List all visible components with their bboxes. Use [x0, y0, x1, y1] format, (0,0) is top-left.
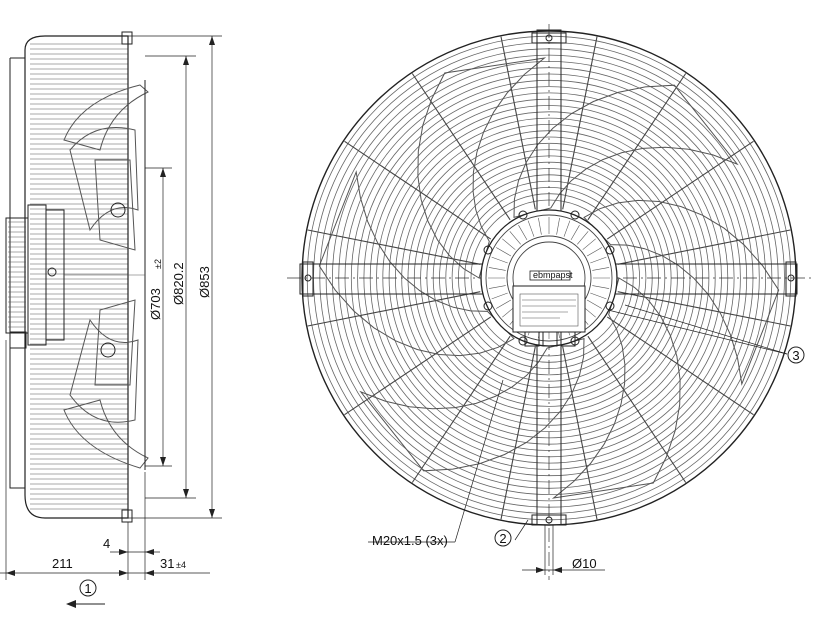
callout-1-label: 1 [84, 581, 91, 596]
dim-31: 31 [160, 556, 174, 571]
dim-4: 4 [103, 536, 110, 551]
front-fan-blades [318, 57, 780, 499]
callout-1-circle [79, 579, 97, 597]
dim-d820: Ø820.2 [171, 262, 186, 305]
side-motor [5, 204, 65, 349]
front-view: ebmpapst M20x1.5 (3x) Ø10 2 3 [287, 24, 812, 580]
side-dimensions [0, 35, 222, 580]
dim-211: 211 [52, 556, 73, 571]
brand-label: ebmpapst [533, 270, 573, 280]
front-guard-spokes [307, 36, 791, 520]
callout-3-label: 3 [792, 348, 799, 363]
side-view: Ø703 ±2 Ø820.2 Ø853 211 4 31 ±4 1 [0, 31, 222, 608]
side-guard-grill [30, 43, 128, 510]
dim-d853: Ø853 [197, 266, 212, 298]
motor-hub: ebmpapst [480, 209, 618, 347]
dim-d703: Ø703 [148, 288, 163, 320]
hole-dia-label: Ø10 [572, 556, 597, 571]
terminal-box [512, 285, 586, 333]
cable-gland-label: M20x1.5 (3x) [372, 533, 448, 548]
dim-d703-tolerance: ±2 [153, 259, 163, 269]
callout-2-label: 2 [499, 531, 506, 546]
callout-3-circle [787, 346, 805, 364]
motor-cooling-fins [8, 221, 26, 328]
guard-outer-ring [301, 30, 797, 526]
callout-2-circle [494, 529, 512, 547]
dim-31-tolerance: ±4 [176, 560, 186, 570]
